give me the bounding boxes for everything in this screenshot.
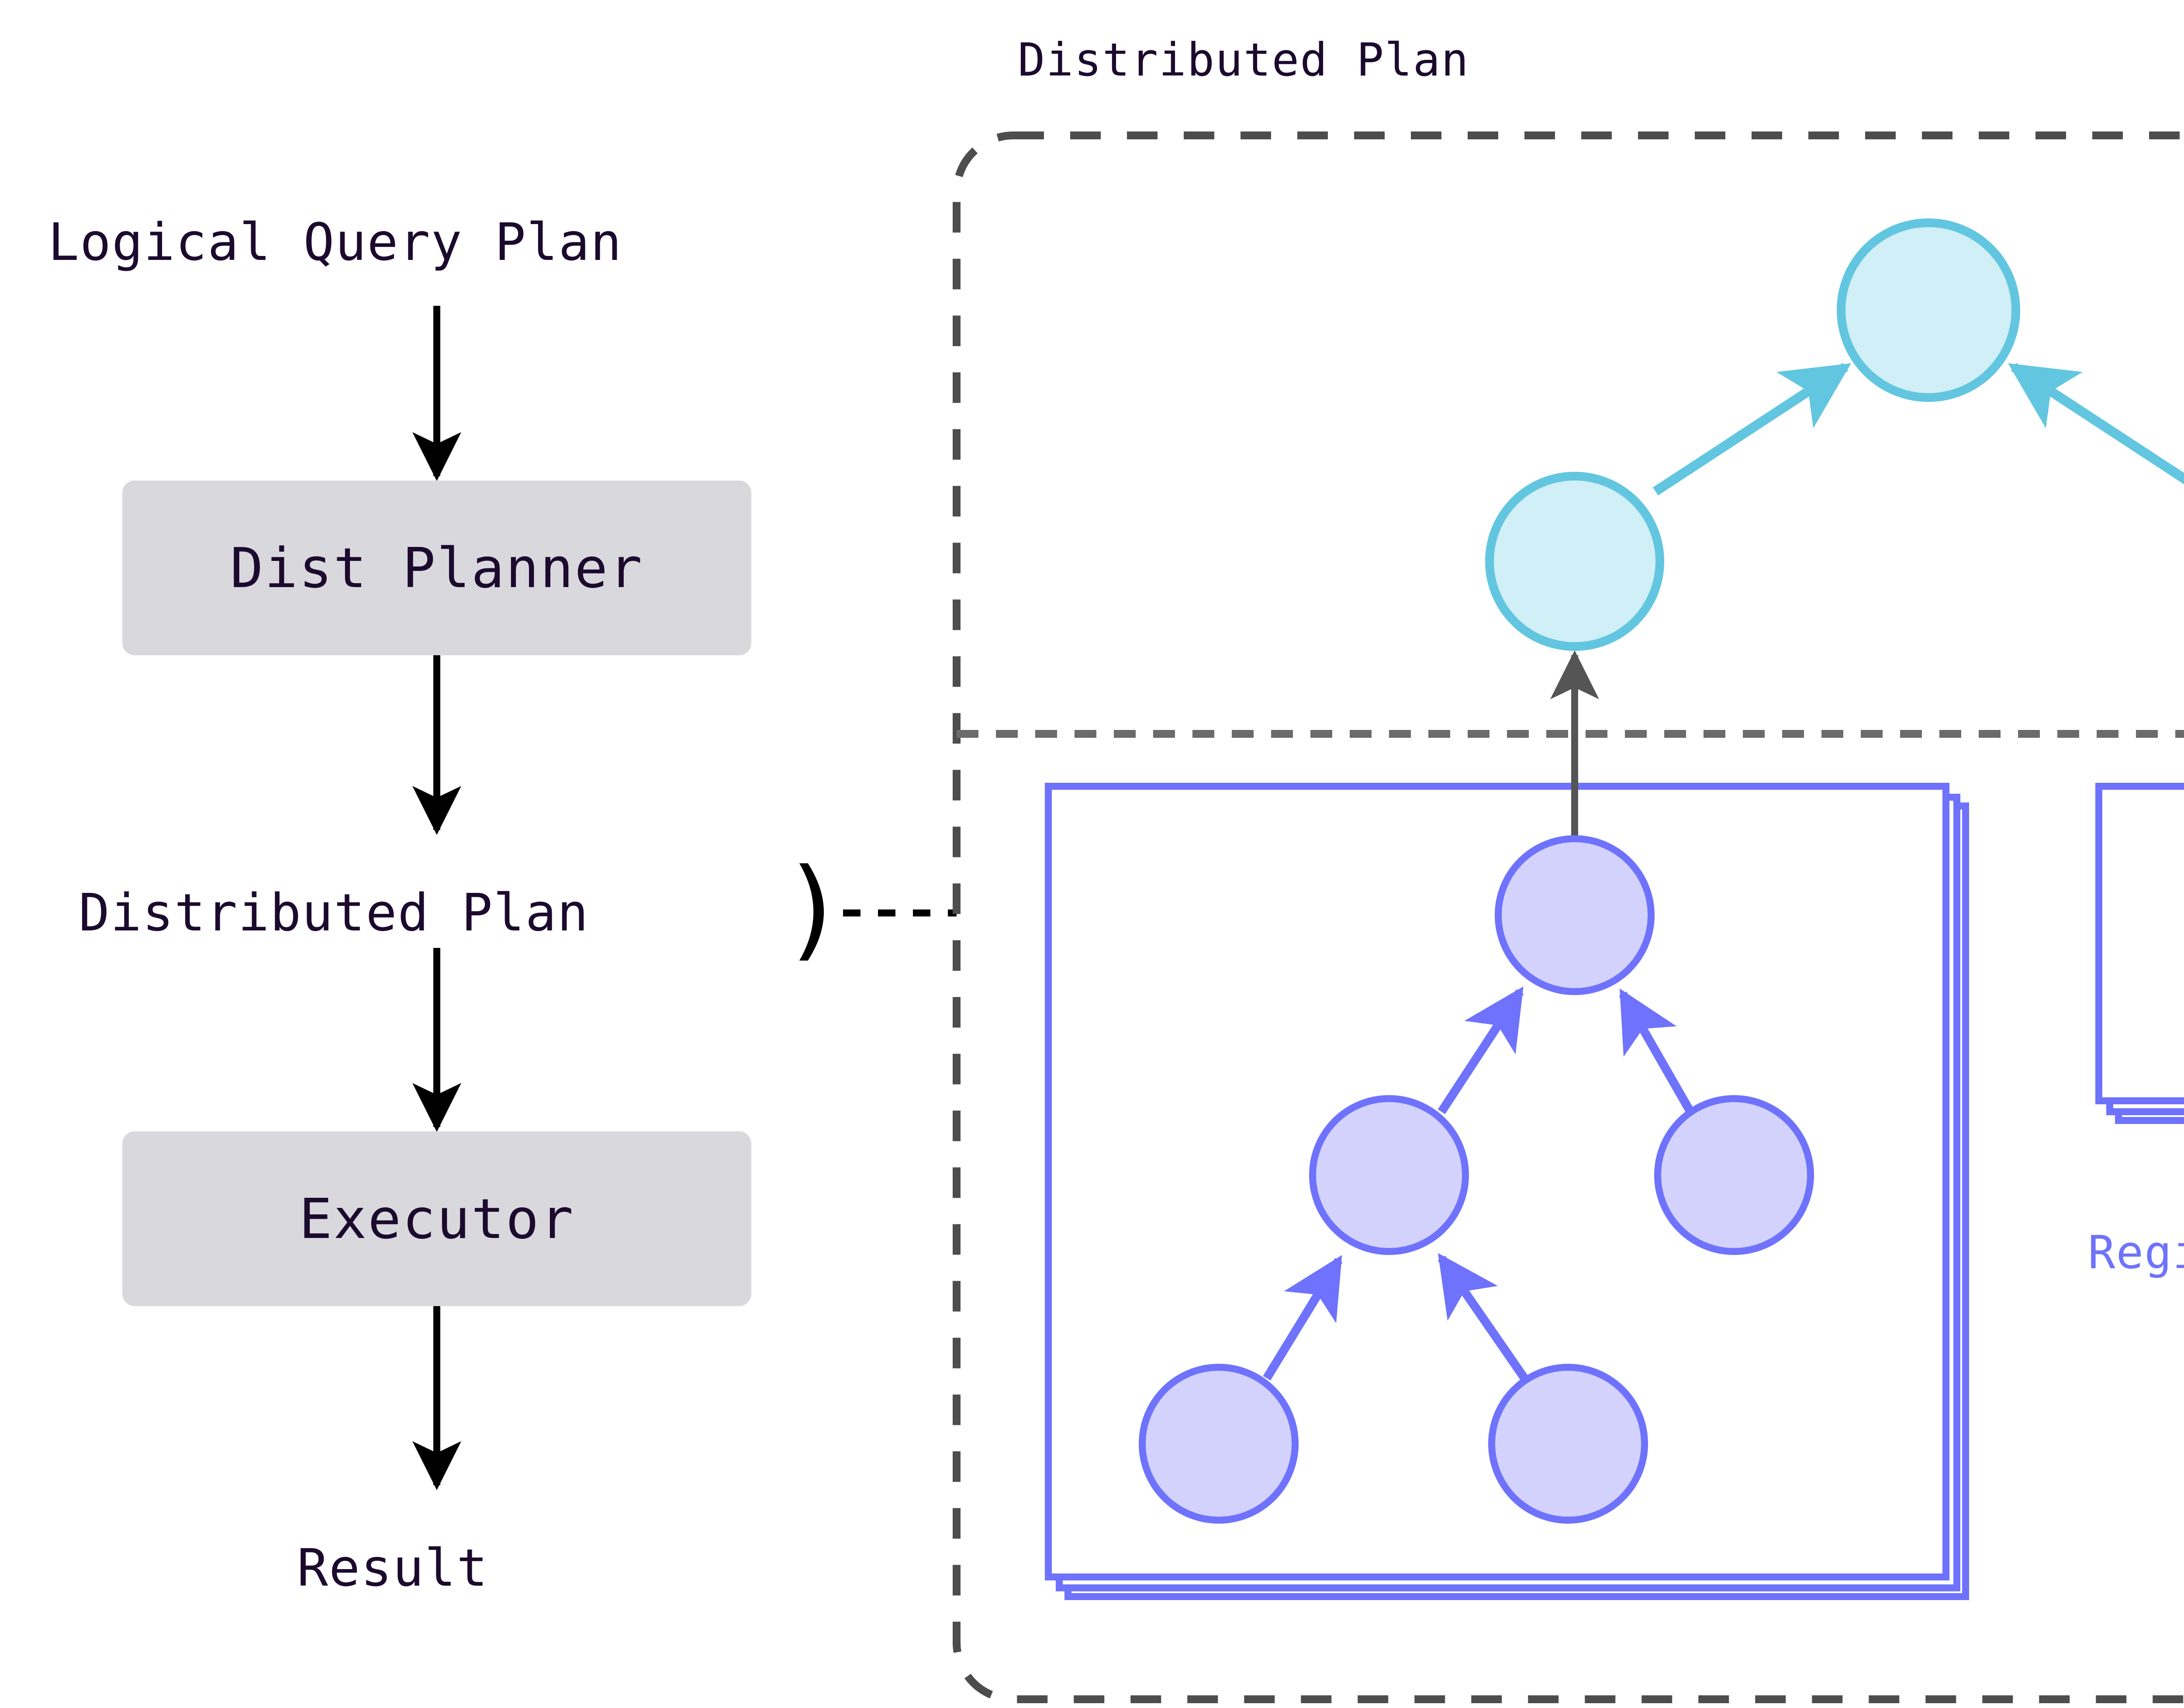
datanode-node-d1-m1[interactable] [1309, 1095, 1469, 1255]
executor-box[interactable]: Executor [122, 1131, 751, 1306]
dist-planner-box[interactable]: Dist Planner [122, 481, 751, 655]
frontend-node-left[interactable] [1485, 472, 1664, 651]
edge-frontend-left-to-root [1652, 363, 1851, 496]
datanode-node-d1-root[interactable] [1495, 835, 1655, 995]
datanode-node-d1-m2[interactable] [1654, 1095, 1814, 1255]
edge-d1-l1-to-m1 [1263, 1255, 1343, 1381]
distributed-plan-panel [953, 131, 2184, 1703]
frontend-node-root[interactable] [1837, 218, 2020, 402]
regions-label: Regions [2088, 1226, 2184, 1279]
panel-title: Distributed Plan [1018, 33, 1469, 86]
edge-d1-m2-to-root [1619, 988, 1694, 1114]
logical-query-plan-label: Logical Query Plan [48, 212, 622, 272]
edge-frontend-right-to-root [2008, 363, 2184, 484]
datanode-node-d1-l2[interactable] [1488, 1364, 1648, 1524]
edge-d1-m1-to-root [1438, 986, 1524, 1114]
result-label: Result [297, 1538, 489, 1598]
edge-d1-l2-to-m1 [1438, 1253, 1528, 1381]
datanode-node-d1-l1[interactable] [1139, 1364, 1299, 1524]
distributed-plan-label: Distributed Plan [79, 882, 589, 943]
brace-icon: ) [791, 845, 833, 972]
region-box-right-front [2095, 783, 2184, 1104]
